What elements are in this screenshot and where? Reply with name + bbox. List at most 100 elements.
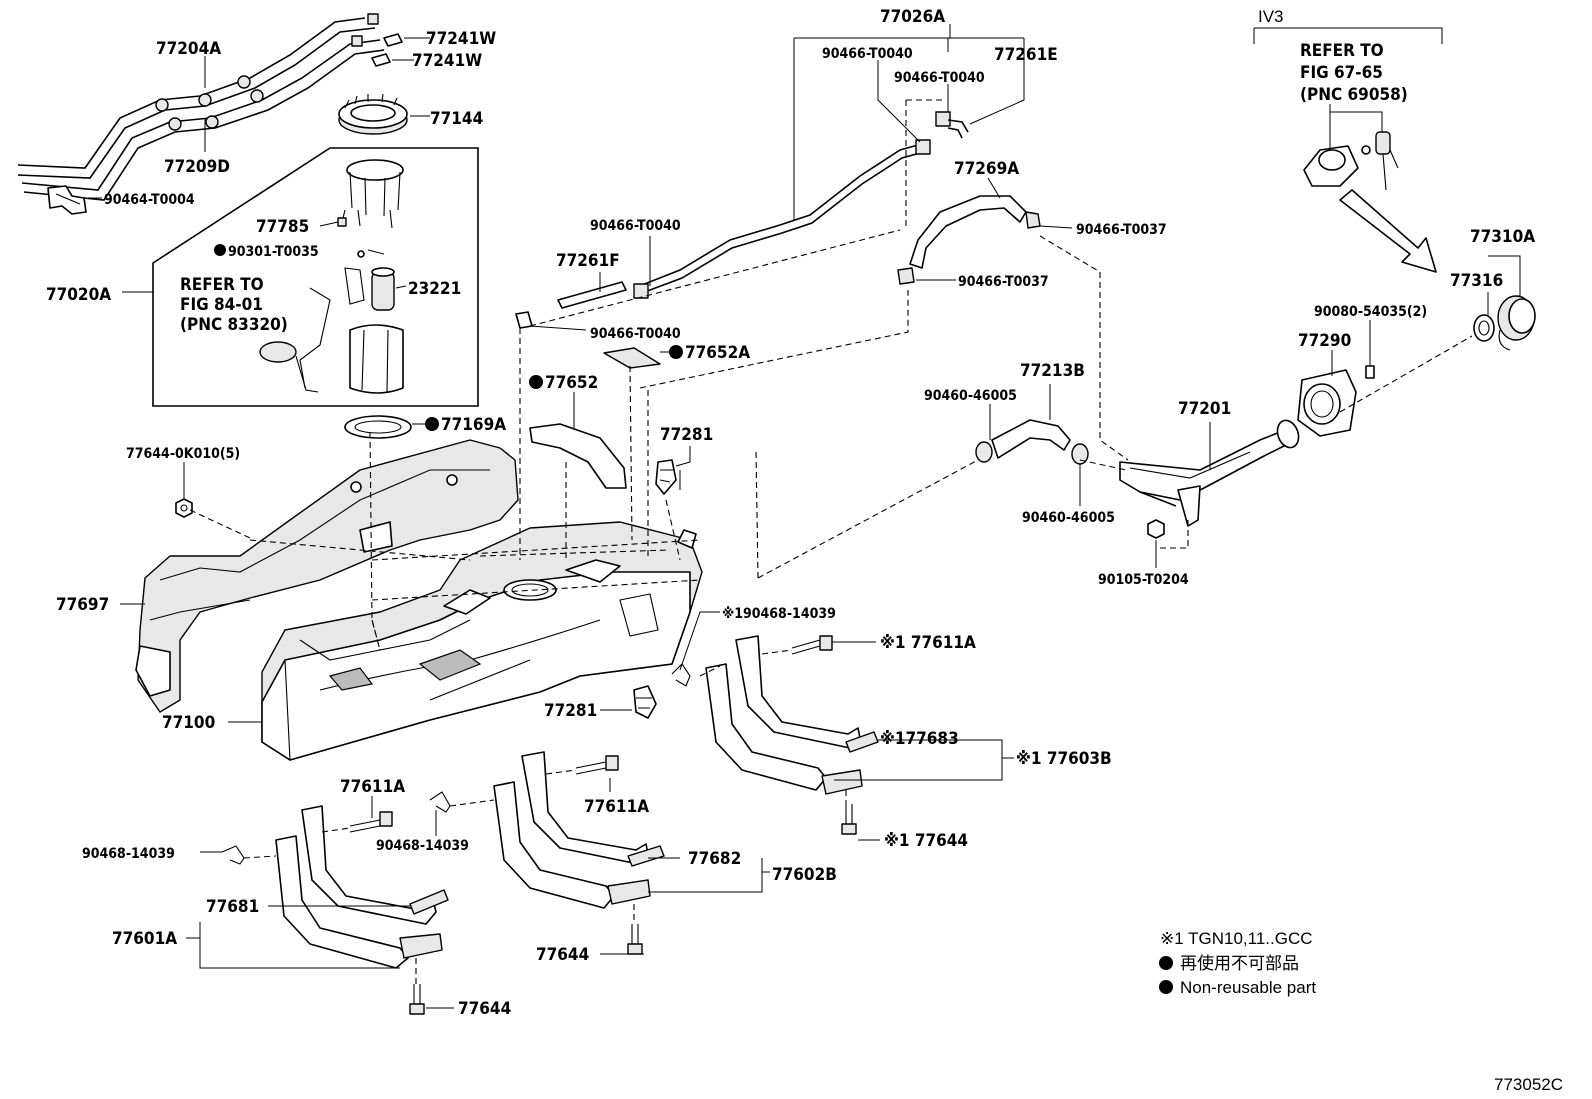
label-90466-T0037-a: 90466-T0037 <box>1076 222 1167 238</box>
iv3-label: IV3 <box>1258 7 1284 26</box>
legend-note-3: Non-reusable part <box>1180 978 1316 997</box>
leader-lines <box>88 24 1521 1009</box>
clip-77241W <box>371 33 403 67</box>
fuel-cap-77310A <box>1497 295 1536 351</box>
hose-77269A <box>897 195 1041 285</box>
filler-pipe-77201 <box>1119 419 1300 527</box>
label-23221: 23221 <box>408 279 461 299</box>
refer-line-3: (PNC 83320) <box>180 315 288 335</box>
non-reusable-dot <box>529 375 543 389</box>
label-90466-d: 90466-T0040 <box>590 326 681 342</box>
legend-note-1: ※1 TGN10,11..GCC <box>1160 929 1313 948</box>
label-77601A: 77601A <box>112 929 177 949</box>
label-77611A-3: 77611A <box>584 797 649 817</box>
label-77281-lower: 77281 <box>544 701 597 721</box>
label-90466-T0037-b: 90466-T0037 <box>958 274 1049 290</box>
legend-dot-2 <box>1159 980 1173 994</box>
label-77026A: 77026A <box>880 7 945 27</box>
label-77213B: 77213B <box>1020 361 1085 381</box>
band-77601A <box>275 805 449 969</box>
label-77683: ※177683 <box>880 729 959 749</box>
label-90468-3: 90468-14039 <box>82 846 175 862</box>
refer-line-2: FIG 67-65 <box>1300 63 1383 83</box>
label-77316: 77316 <box>1450 271 1503 291</box>
label-77785: 77785 <box>256 217 309 237</box>
label-90460-a: 90460-46005 <box>924 388 1017 404</box>
refer-line-1: REFER TO <box>1300 41 1384 61</box>
lock-cylinder <box>1303 131 1399 191</box>
label-77204A: 77204A <box>156 39 221 59</box>
band-77602B <box>493 751 665 909</box>
fuel-pipe-77026A <box>633 111 951 299</box>
label-77697: 77697 <box>56 595 109 615</box>
bolt-77611A-left <box>349 811 393 833</box>
label-90464: 90464-T0004 <box>104 192 195 208</box>
label-77241W-b: 77241W <box>412 51 482 71</box>
figure-id: 773052C <box>1494 1075 1563 1094</box>
legend-note-2: 再使用不可部品 <box>1180 953 1299 973</box>
label-77144: 77144 <box>430 109 483 129</box>
non-reusable-dot <box>425 417 439 431</box>
label-77281-upper: 77281 <box>660 425 713 445</box>
fuel-tube-77204A <box>17 13 385 201</box>
label-77201: 77201 <box>1178 399 1231 419</box>
gasket-77169A <box>344 415 412 439</box>
legend-dot-1 <box>1159 956 1173 970</box>
label-77652: 77652 <box>545 373 598 393</box>
label-77611A-1: ※1 77611A <box>880 633 976 653</box>
dashed-guides <box>189 99 1473 984</box>
screw-90080-54035 <box>1365 365 1375 379</box>
label-77261E: 77261E <box>994 45 1058 65</box>
bolt-90105-T0204 <box>1147 519 1165 539</box>
label-77241W-a: 77241W <box>426 29 496 49</box>
label-77682: 77682 <box>688 849 741 869</box>
clip-90466-T0040 <box>515 311 533 329</box>
label-90468-2: 90468-14039 <box>376 838 469 854</box>
label-77611A-2: 77611A <box>340 777 405 797</box>
clamp-77281-lower <box>633 685 657 719</box>
label-77644-0K010: 77644-0K010(5) <box>126 446 240 462</box>
label-90105: 90105-T0204 <box>1098 572 1189 588</box>
label-90301: 90301-T0035 <box>228 244 319 260</box>
label-77652A: 77652A <box>685 343 750 363</box>
bolt-77644 <box>409 804 857 1015</box>
label-77644-3: 77644 <box>458 999 511 1019</box>
housing-77290 <box>1297 369 1357 437</box>
label-77020A: 77020A <box>46 285 111 305</box>
label-77602B: 77602B <box>772 865 837 885</box>
label-90466-a: 90466-T0040 <box>822 46 913 62</box>
label-90466-b: 90466-T0040 <box>894 70 985 86</box>
hose-77261F <box>557 281 627 309</box>
label-77269A: 77269A <box>954 159 1019 179</box>
gasket-77316 <box>1473 314 1495 342</box>
refer-line-2: FIG 84-01 <box>180 295 263 315</box>
label-90468-1: ※190468-14039 <box>722 606 836 622</box>
protector-77697 <box>135 439 519 713</box>
label-77644-1: ※1 77644 <box>884 831 968 851</box>
refer-line-3: (PNC 69058) <box>1300 85 1408 105</box>
nut-77644-0K010 <box>175 498 193 518</box>
pad-77652 <box>529 423 627 489</box>
retainer-ring-77144 <box>338 93 408 135</box>
label-77100: 77100 <box>162 713 215 733</box>
fuel-pump-module <box>259 159 404 394</box>
label-77209D: 77209D <box>164 157 230 177</box>
label-77290: 77290 <box>1298 331 1351 351</box>
bolt-77611A-upper <box>791 635 833 655</box>
band-77603B <box>705 635 879 795</box>
label-77261F: 77261F <box>556 251 620 271</box>
label-90466-c: 90466-T0040 <box>590 218 681 234</box>
label-77310A: 77310A <box>1470 227 1535 247</box>
non-reusable-dot <box>214 244 226 256</box>
clamp-77281-upper <box>655 459 677 495</box>
arrow-to-filler <box>1339 189 1437 273</box>
hose-77261E <box>947 119 969 139</box>
label-90460-b: 90460-46005 <box>1022 510 1115 526</box>
pad-77652A <box>603 347 661 369</box>
non-reusable-dot <box>669 345 683 359</box>
label-77169A: 77169A <box>441 415 506 435</box>
clip-90464-T0004 <box>47 185 87 215</box>
fuel-pump-assembly-box <box>152 147 479 407</box>
